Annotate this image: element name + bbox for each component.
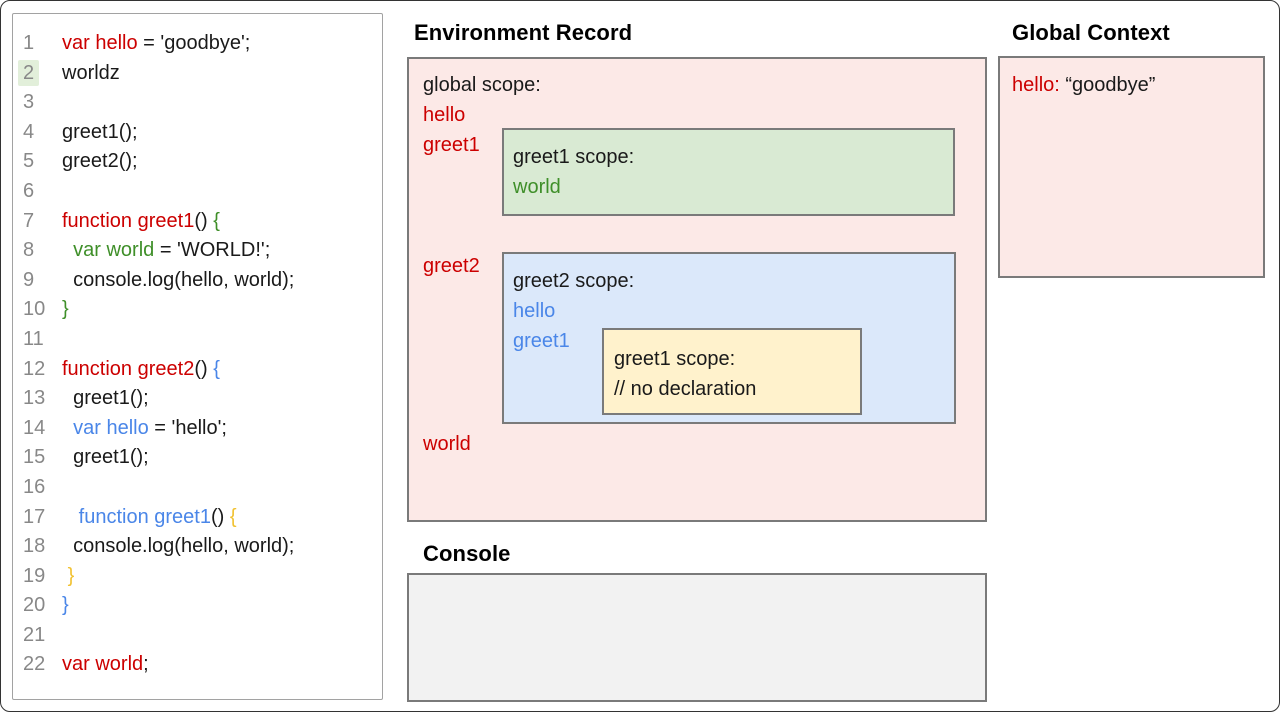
code-text: var hello = 'goodbye';	[62, 32, 251, 54]
code-line: 11	[13, 325, 382, 355]
code-text: greet2();	[62, 150, 138, 173]
line-number: 5	[23, 150, 35, 173]
code-line: 15 greet1();	[13, 443, 382, 473]
code-line: 14 var hello = 'hello';	[13, 414, 382, 444]
code-text: greet1();	[73, 446, 149, 469]
code-line: 9 console.log(hello, world);	[13, 266, 382, 296]
code-text: function greet2() {	[62, 357, 220, 380]
global-context-key: hello:	[1012, 74, 1060, 96]
code-text: var hello = 'hello';	[73, 416, 227, 439]
code-text: }	[62, 594, 69, 617]
code-line: 8 var world = 'WORLD!';	[13, 236, 382, 266]
code-text: function greet1() {	[62, 209, 220, 232]
code-line: 6	[13, 177, 382, 207]
code-line: 16	[13, 473, 382, 503]
code-line: 10}	[13, 295, 382, 325]
code-text: console.log(hello, world);	[73, 535, 295, 558]
code-line: 5 greet2();	[13, 147, 382, 177]
greet1-scope-label: greet1 scope:	[513, 146, 635, 168]
line-number: 12	[23, 357, 46, 380]
greet2-scope-var-greet1: greet1	[513, 330, 570, 352]
line-number: 6	[23, 179, 35, 202]
code-line: 12 function greet2() {	[13, 355, 382, 385]
code-line: 17 function greet1() {	[13, 503, 382, 533]
code-text: greet1();	[62, 120, 138, 143]
global-context-binding: hello: “goodbye”	[1012, 74, 1155, 97]
code-line: 1 var hello = 'goodbye';	[13, 29, 382, 59]
code-line: 20}	[13, 591, 382, 621]
line-number: 14	[23, 416, 46, 439]
global-var-world: world	[423, 433, 471, 455]
line-number: 3	[23, 91, 35, 114]
environment-record-title: Environment Record	[414, 20, 633, 45]
code-line: 3	[13, 88, 382, 118]
line-number: 17	[23, 505, 46, 528]
global-context-box: hello: “goodbye”	[998, 56, 1265, 278]
code-text: var world;	[62, 653, 149, 676]
line-number: 10	[23, 298, 46, 321]
code-text: }	[62, 298, 69, 321]
line-number: 11	[23, 327, 44, 350]
code-text: var world = 'WORLD!';	[73, 239, 271, 262]
code-line: 19 }	[13, 562, 382, 592]
line-number: 9	[23, 268, 35, 291]
global-scope-label: global scope:	[423, 74, 541, 96]
line-number: 7	[23, 209, 35, 232]
code-line: 22 var world;	[13, 650, 382, 680]
line-number: 19	[23, 564, 46, 587]
greet1-inner-scope-label: greet1 scope:	[614, 348, 736, 370]
line-number: 15	[23, 446, 46, 469]
global-var-greet2: greet2	[423, 255, 480, 277]
code-text: greet1();	[73, 387, 149, 410]
global-var-hello: hello	[423, 104, 466, 126]
code-line: 21	[13, 621, 382, 651]
line-number: 20	[23, 594, 46, 617]
greet1-scope-box: greet1 scope: world	[502, 128, 955, 216]
global-context-title: Global Context	[1012, 20, 1170, 45]
global-context-value: “goodbye”	[1059, 74, 1156, 96]
code-line: 18 console.log(hello, world);	[13, 532, 382, 562]
line-number: 8	[23, 239, 35, 262]
code-text: function greet1() {	[78, 505, 237, 528]
code-text: console.log(hello, world);	[73, 268, 295, 291]
greet2-scope-var-hello: hello	[513, 300, 556, 322]
environment-record-box: global scope: hello greet1 greet2 world …	[407, 57, 987, 522]
line-number: 22	[23, 653, 46, 676]
line-number: 13	[23, 387, 46, 410]
line-number: 21	[23, 623, 46, 646]
console-title: Console	[423, 541, 511, 566]
console-output-box	[407, 573, 987, 702]
code-text: worldz	[62, 61, 120, 84]
global-var-greet1: greet1	[423, 134, 480, 156]
code-line: 4 greet1();	[13, 118, 382, 148]
greet2-scope-box: greet2 scope: hello greet1 greet1 scope:…	[502, 252, 956, 424]
greet1-inner-scope-comment: // no declaration	[614, 378, 757, 400]
code-line: 13 greet1();	[13, 384, 382, 414]
greet1-scope-var-world: world	[513, 176, 561, 198]
line-number: 18	[23, 535, 46, 558]
line-number-highlighted: 2	[13, 59, 62, 89]
line-number: 1	[23, 32, 35, 54]
code-line: 7 function greet1() {	[13, 207, 382, 237]
greet1-inner-scope-box: greet1 scope: // no declaration	[602, 328, 862, 415]
greet2-scope-label: greet2 scope:	[513, 270, 635, 292]
line-number: 16	[23, 475, 46, 498]
code-text: }	[67, 564, 75, 587]
line-number: 4	[23, 120, 35, 143]
